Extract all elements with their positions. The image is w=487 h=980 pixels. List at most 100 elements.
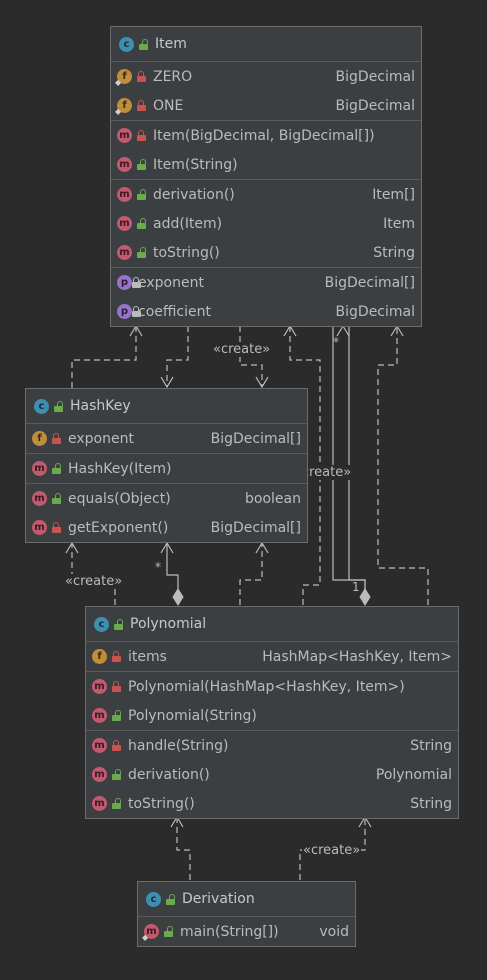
field-icon: f xyxy=(92,649,107,664)
public-lock-icon xyxy=(52,463,62,474)
member-name: main(String[]) xyxy=(180,923,279,940)
class-item[interactable]: c Item f◆ ZERO BigDecimal f◆ ONE BigDeci… xyxy=(110,26,422,327)
class-polynomial-header[interactable]: c Polynomial xyxy=(86,607,458,642)
class-hashkey-title: HashKey xyxy=(70,398,131,414)
member-row[interactable]: p exponent BigDecimal[] xyxy=(111,268,421,297)
member-type: Item[] xyxy=(372,186,415,203)
item-properties: p exponent BigDecimal[] p coefficient Bi… xyxy=(111,268,421,326)
member-type: BigDecimal[] xyxy=(210,430,301,447)
method-icon: m xyxy=(92,679,107,694)
static-icon: ◆ xyxy=(142,933,149,942)
member-name: Item(BigDecimal, BigDecimal[]) xyxy=(153,127,375,144)
member-row[interactable]: f items HashMap<HashKey, Item> xyxy=(86,642,458,671)
dep-polynomial-hashkey-create xyxy=(71,543,116,605)
hashkey-methods: m equals(Object) boolean m getExponent()… xyxy=(26,484,307,542)
member-row[interactable]: m Item(BigDecimal, BigDecimal[]) xyxy=(111,121,421,150)
public-lock-icon xyxy=(114,618,124,630)
create-label-derivation-polynomial: «create» xyxy=(302,843,362,858)
public-lock-icon xyxy=(137,189,147,200)
member-row[interactable]: m derivation() Polynomial xyxy=(86,760,458,789)
member-name: Item(String) xyxy=(153,156,238,173)
public-lock-icon xyxy=(137,159,147,170)
class-icon: c xyxy=(34,398,49,414)
method-icon: m xyxy=(92,708,107,723)
class-icon: c xyxy=(146,891,161,907)
member-row[interactable]: m handle(String) String xyxy=(86,731,458,760)
field-icon: f◆ xyxy=(115,98,132,116)
member-name: derivation() xyxy=(153,186,235,203)
public-lock-icon xyxy=(52,493,62,504)
arrowhead-hashkey-3 xyxy=(65,541,79,554)
member-name: HashKey(Item) xyxy=(68,460,172,477)
public-lock-icon xyxy=(112,769,122,780)
public-lock-icon xyxy=(137,218,147,229)
method-icon: m xyxy=(92,738,107,753)
composition-polynomial-hashkey xyxy=(166,543,179,590)
polynomial-fields: f items HashMap<HashKey, Item> xyxy=(86,642,458,672)
dep-derivation-polynomial-1 xyxy=(176,817,191,880)
member-row[interactable]: m equals(Object) boolean xyxy=(26,484,307,513)
class-polynomial-title: Polynomial xyxy=(130,616,207,632)
member-name: Polynomial(HashMap<HashKey, Item>) xyxy=(128,678,405,695)
class-item-header[interactable]: c Item xyxy=(111,27,421,62)
member-row[interactable]: p coefficient BigDecimal xyxy=(111,297,421,326)
private-lock-icon xyxy=(137,130,147,141)
class-derivation[interactable]: c Derivation m◆ main(String[]) void xyxy=(137,881,356,947)
polynomial-constructors: m Polynomial(HashMap<HashKey, Item>) m P… xyxy=(86,672,458,731)
member-row[interactable]: f◆ ONE BigDecimal xyxy=(111,91,421,120)
class-derivation-header[interactable]: c Derivation xyxy=(138,882,355,917)
member-row[interactable]: m toString() String xyxy=(86,789,458,818)
field-icon: f◆ xyxy=(115,69,132,87)
class-hashkey-header[interactable]: c HashKey xyxy=(26,389,307,424)
member-name: toString() xyxy=(153,244,220,261)
member-name: Polynomial(String) xyxy=(128,707,257,724)
dep-item-hashkey-create xyxy=(239,326,263,387)
hashkey-fields: f exponent BigDecimal[] xyxy=(26,424,307,454)
property-icon: p xyxy=(117,275,132,290)
member-name: coefficient xyxy=(138,303,211,320)
member-type: BigDecimal xyxy=(335,97,415,114)
dep-item-hashkey xyxy=(166,326,189,387)
method-icon: m xyxy=(117,128,132,143)
member-row[interactable]: f exponent BigDecimal[] xyxy=(26,424,307,453)
method-icon: m xyxy=(92,796,107,811)
public-lock-icon xyxy=(137,247,147,258)
class-derivation-title: Derivation xyxy=(182,891,255,907)
static-icon: ◆ xyxy=(115,78,122,87)
member-row[interactable]: m Polynomial(String) xyxy=(86,701,458,730)
arrowhead-hashkey-5 xyxy=(255,541,269,554)
arrowhead-hashkey-1 xyxy=(160,376,174,389)
member-type: BigDecimal xyxy=(335,68,415,85)
private-lock-icon xyxy=(112,740,122,751)
public-lock-icon xyxy=(164,926,174,937)
member-row[interactable]: m derivation() Item[] xyxy=(111,180,421,209)
member-type: Polynomial xyxy=(375,766,452,783)
member-name: items xyxy=(128,648,167,665)
member-type: String xyxy=(410,737,452,754)
member-row[interactable]: m getExponent() BigDecimal[] xyxy=(26,513,307,542)
hashkey-constructors: m HashKey(Item) xyxy=(26,454,307,484)
member-row[interactable]: m◆ main(String[]) void xyxy=(138,917,355,946)
create-label-item-hashkey: «create» xyxy=(212,342,272,357)
class-hashkey[interactable]: c HashKey f exponent BigDecimal[] m Hash… xyxy=(25,388,308,543)
multiplicity-star-item: * xyxy=(333,335,339,349)
member-name: ZERO xyxy=(153,68,193,85)
class-polynomial[interactable]: c Polynomial f items HashMap<HashKey, It… xyxy=(85,606,459,819)
method-icon: m xyxy=(117,157,132,172)
static-icon: ◆ xyxy=(115,107,122,116)
member-row[interactable]: m toString() String xyxy=(111,238,421,267)
private-lock-icon xyxy=(137,71,147,82)
multiplicity-one-item: 1 xyxy=(352,580,360,594)
member-row[interactable]: f◆ ZERO BigDecimal xyxy=(111,62,421,91)
member-row[interactable]: m HashKey(Item) xyxy=(26,454,307,483)
member-row[interactable]: m Polynomial(HashMap<HashKey, Item>) xyxy=(86,672,458,701)
item-constructors: m Item(BigDecimal, BigDecimal[]) m Item(… xyxy=(111,121,421,180)
method-icon: m xyxy=(92,767,107,782)
member-row[interactable]: m add(Item) Item xyxy=(111,209,421,238)
private-lock-icon xyxy=(112,651,122,662)
member-row[interactable]: m Item(String) xyxy=(111,150,421,179)
member-name: handle(String) xyxy=(128,737,229,754)
method-icon: m xyxy=(32,461,47,476)
member-name: equals(Object) xyxy=(68,490,171,507)
method-icon: m◆ xyxy=(142,924,159,942)
